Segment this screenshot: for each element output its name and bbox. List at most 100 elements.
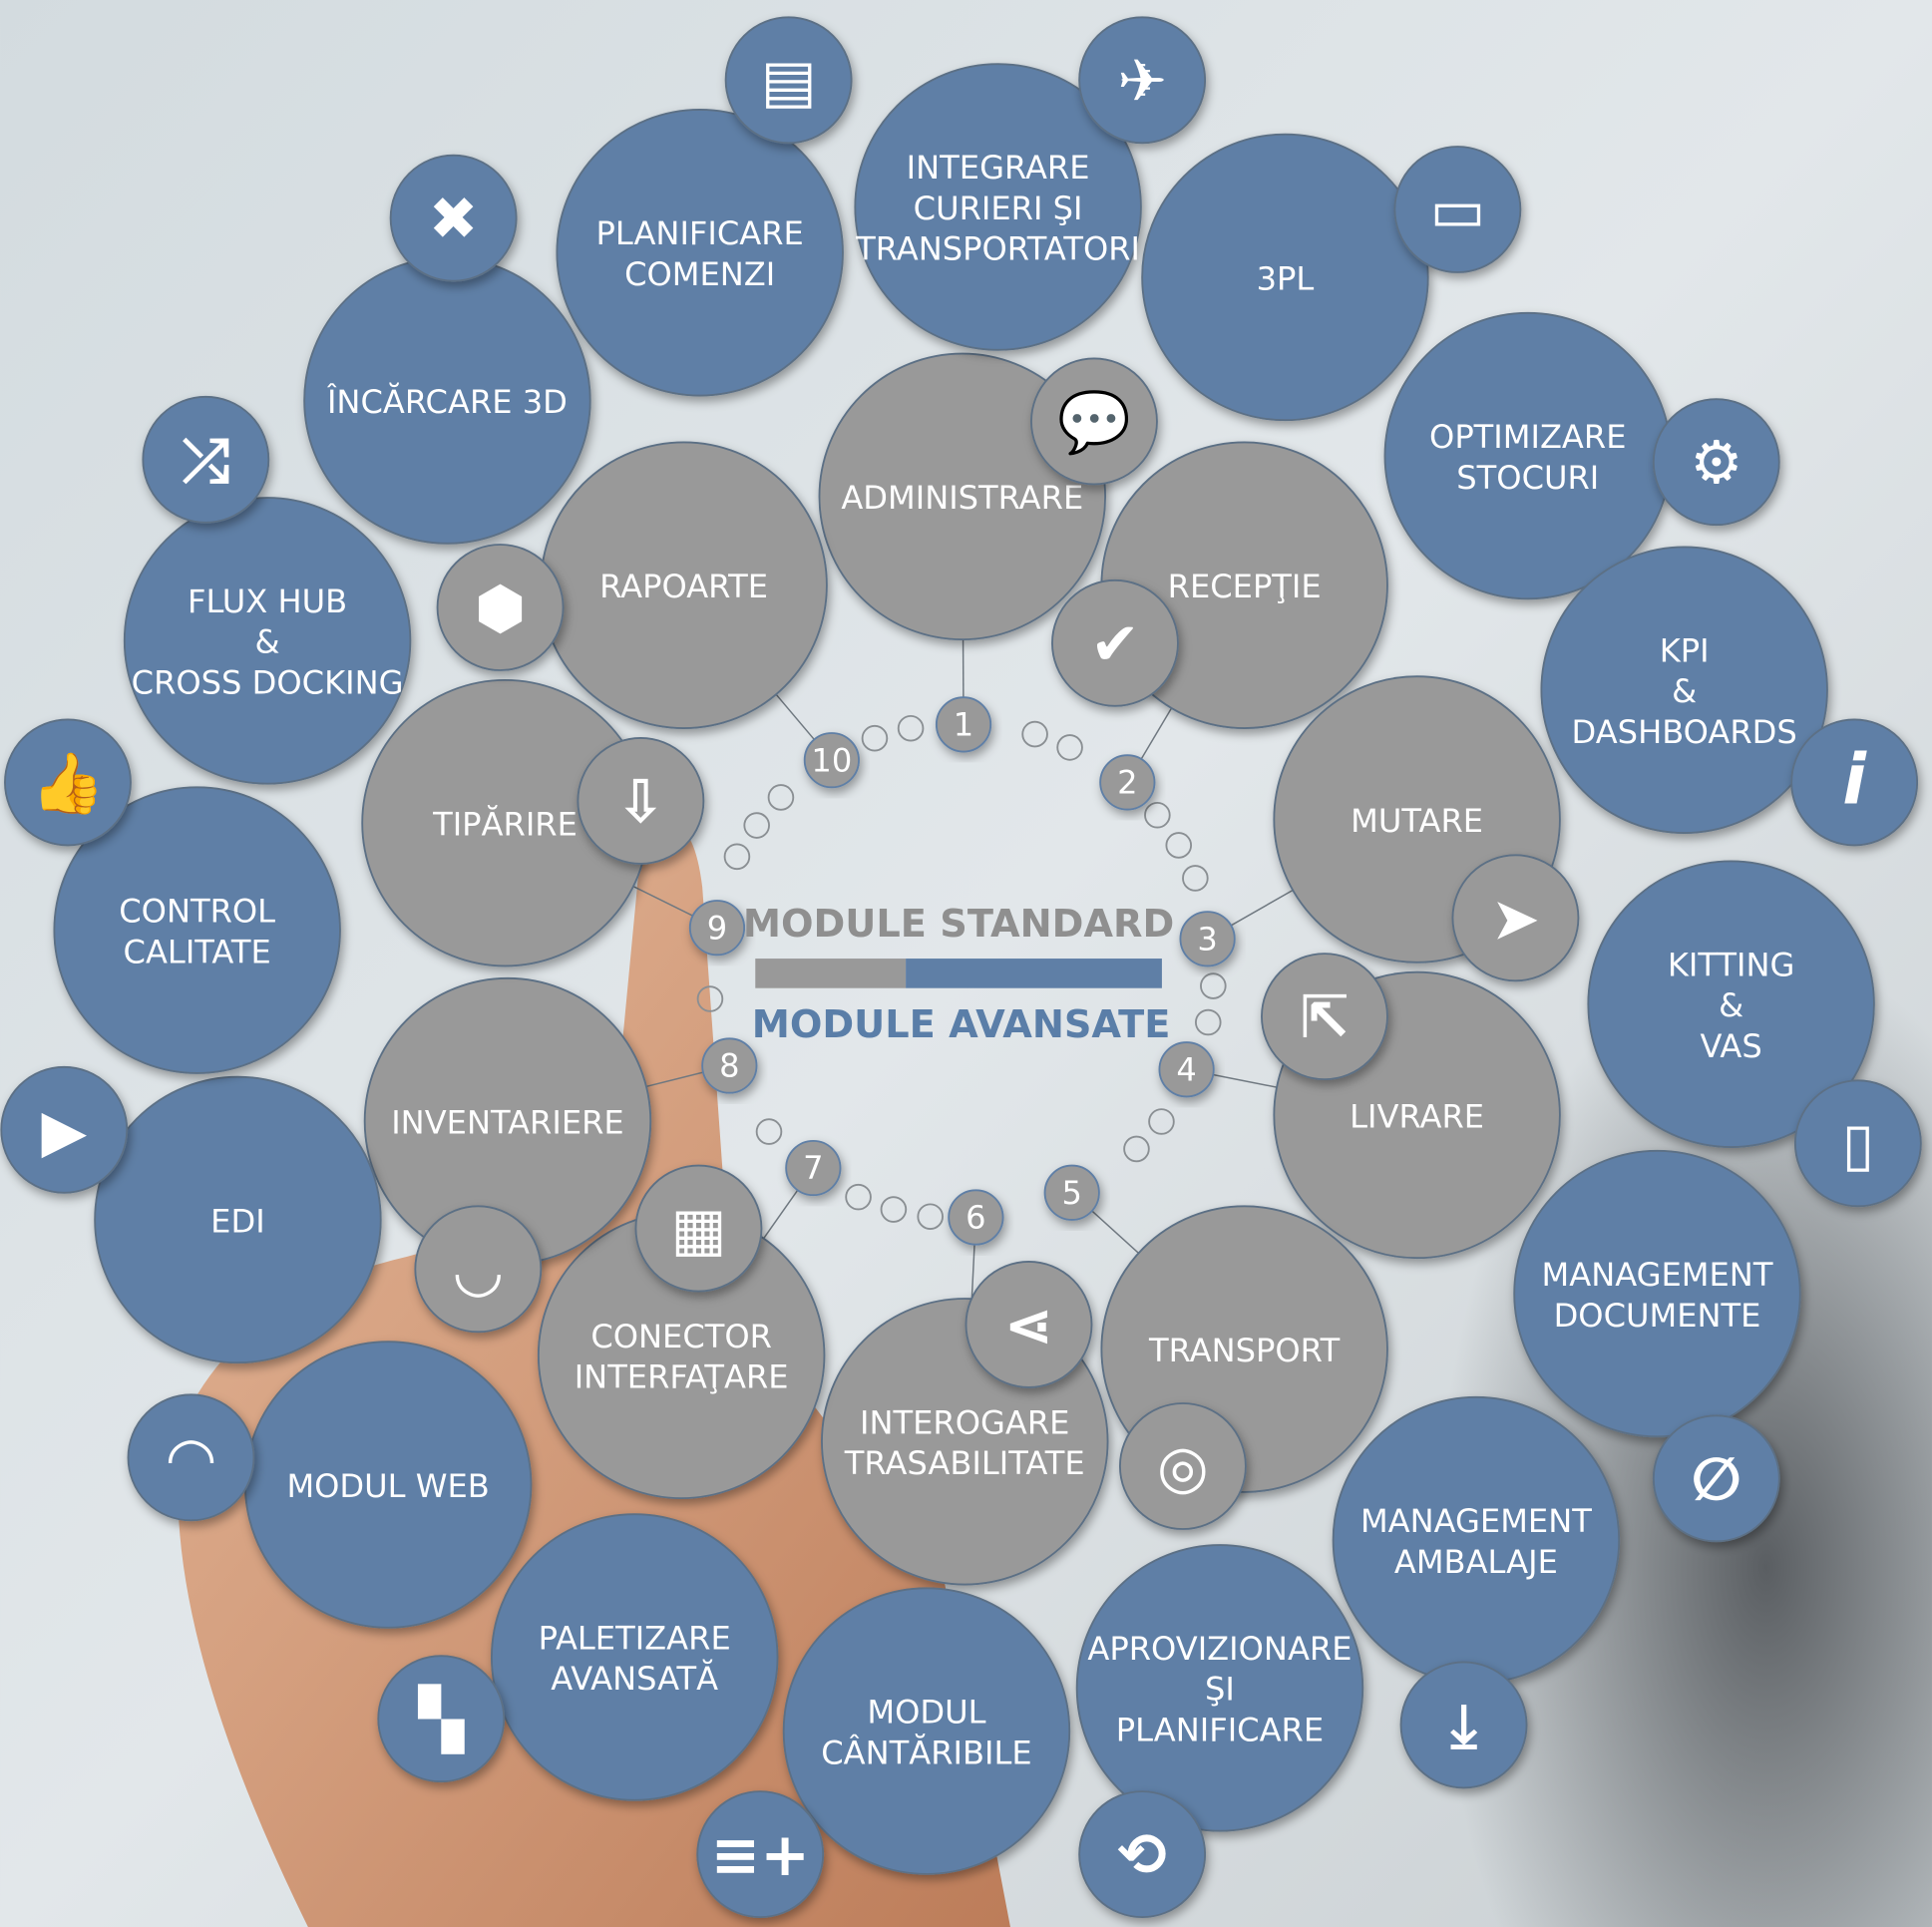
legend-standard-label: MODULE STANDARD: [743, 902, 1174, 947]
thumbs-up-icon[interactable]: 👍: [4, 718, 132, 847]
check-icon[interactable]: ✔: [1051, 578, 1179, 707]
svg-text:◠: ◠: [169, 1423, 214, 1492]
advanced-module-label: OPTIMIZARE: [1429, 418, 1626, 456]
standard-module-label: INTERFAŢARE: [575, 1358, 789, 1396]
standard-module-label: RECEPŢIE: [1168, 568, 1322, 605]
advanced-module[interactable]: ÎNCĂRCARE 3D: [303, 256, 591, 545]
shopping-bag-icon[interactable]: ◡: [414, 1205, 543, 1334]
advanced-module[interactable]: KITTING&VAS: [1587, 860, 1875, 1148]
svg-text:✔: ✔: [1090, 609, 1140, 678]
advanced-module-circle[interactable]: [1587, 860, 1875, 1148]
advanced-module[interactable]: MODUL WEB: [243, 1341, 533, 1629]
standard-module[interactable]: TIPĂRIRE: [361, 678, 649, 967]
paperclip-icon[interactable]: ∅: [1652, 1414, 1780, 1543]
download-icon[interactable]: ⤓: [1399, 1661, 1528, 1789]
share-out-icon[interactable]: ⇱: [1261, 953, 1388, 1081]
advanced-module-circle[interactable]: [1075, 1544, 1364, 1832]
svg-text:▶: ▶: [41, 1096, 87, 1165]
advanced-module-label: DASHBOARDS: [1572, 713, 1797, 751]
step-number-label: 3: [1197, 920, 1217, 958]
advanced-module-circle[interactable]: [556, 109, 844, 397]
advanced-module-circle[interactable]: [1332, 1395, 1621, 1685]
advanced-module[interactable]: EDI: [94, 1075, 382, 1364]
step-number-label: 6: [966, 1199, 985, 1237]
advanced-module-label: KPI: [1660, 631, 1710, 669]
ring-dot: [917, 1203, 944, 1231]
advanced-module-circle[interactable]: [854, 63, 1142, 351]
airplane-icon[interactable]: ✈: [1078, 16, 1207, 145]
step-number-label: 9: [707, 909, 727, 947]
advanced-module-circle[interactable]: [1141, 133, 1429, 422]
navigation-icon[interactable]: ➤: [1451, 854, 1580, 982]
advanced-module-label: CÂNTĂRIBILE: [821, 1733, 1031, 1771]
shuffle-icon[interactable]: ⤮: [142, 395, 270, 524]
inbox-download-icon[interactable]: ⇩: [577, 737, 705, 865]
archive-icon[interactable]: ▭: [1393, 146, 1522, 273]
life-ring-icon[interactable]: ◎: [1118, 1402, 1247, 1530]
advanced-module-circle[interactable]: [490, 1513, 779, 1801]
advanced-module-circle[interactable]: [1513, 1149, 1801, 1438]
svg-text:⤓: ⤓: [1449, 1691, 1477, 1759]
svg-text:⇱: ⇱: [1300, 982, 1350, 1051]
gear-icon[interactable]: ⚙: [1652, 398, 1780, 527]
ring-dot: [861, 724, 889, 752]
info-icon[interactable]: i: [1790, 718, 1919, 847]
step-number-3: 3: [1179, 911, 1236, 967]
share-icon[interactable]: ⋖: [965, 1261, 1093, 1388]
calendar-icon[interactable]: ▦: [634, 1164, 763, 1293]
ring-dot: [743, 812, 770, 839]
ring-dot: [1148, 1108, 1175, 1135]
list-add-icon[interactable]: ≡+: [696, 1790, 825, 1919]
advanced-module-label: CURIERI ŞI: [914, 190, 1083, 227]
legend-bar-standard: [755, 959, 907, 988]
advanced-module-circle[interactable]: [123, 497, 412, 785]
advanced-module-label: AMBALAJE: [1394, 1543, 1558, 1581]
advanced-module-label: EDI: [210, 1202, 264, 1240]
ring-dot: [1056, 734, 1083, 761]
advanced-module[interactable]: FLUX HUB&CROSS DOCKING: [123, 497, 412, 785]
tag-icon[interactable]: ⬢: [436, 544, 565, 671]
advanced-module-circle[interactable]: [94, 1075, 382, 1364]
advanced-module-circle[interactable]: [782, 1587, 1071, 1875]
standard-module-label: TIPĂRIRE: [432, 805, 578, 844]
advanced-module[interactable]: KPI&DASHBOARDS: [1540, 546, 1828, 834]
chat-icon[interactable]: 💬: [1030, 357, 1158, 486]
advanced-module-circle[interactable]: [1540, 546, 1828, 834]
advanced-module-label: MANAGEMENT: [1360, 1502, 1592, 1540]
standard-module-label: TRASABILITATE: [844, 1444, 1085, 1482]
wifi-icon[interactable]: ◠: [127, 1393, 255, 1522]
repeat-icon[interactable]: ⟲: [1078, 1790, 1207, 1919]
grid-icon[interactable]: ▚: [377, 1655, 506, 1783]
advanced-module-label: ŞI: [1205, 1671, 1235, 1709]
advanced-module-circle[interactable]: [1383, 311, 1673, 600]
advanced-module-label: PALETIZARE: [539, 1619, 731, 1657]
advanced-module[interactable]: 3PL: [1141, 133, 1429, 422]
close-icon[interactable]: ✖: [389, 154, 518, 282]
document-icon[interactable]: ▤: [724, 16, 853, 145]
standard-module-label: INTEROGARE: [860, 1403, 1069, 1441]
step-number-6: 6: [948, 1189, 1004, 1246]
video-icon[interactable]: ▶: [0, 1065, 129, 1194]
advanced-module-circle[interactable]: [53, 786, 341, 1074]
ring-dot: [1194, 1008, 1222, 1036]
svg-text:▯: ▯: [1842, 1109, 1875, 1178]
svg-text:∅: ∅: [1691, 1444, 1741, 1513]
mobile-phone-icon[interactable]: ▯: [1793, 1079, 1922, 1208]
standard-module[interactable]: RAPOARTE: [540, 441, 828, 729]
advanced-module-label: VAS: [1700, 1027, 1761, 1065]
step-number-label: 7: [803, 1149, 823, 1187]
standard-module-label: CONECTOR: [590, 1318, 772, 1355]
ring-dot: [845, 1183, 872, 1211]
ring-dot: [1144, 801, 1171, 829]
